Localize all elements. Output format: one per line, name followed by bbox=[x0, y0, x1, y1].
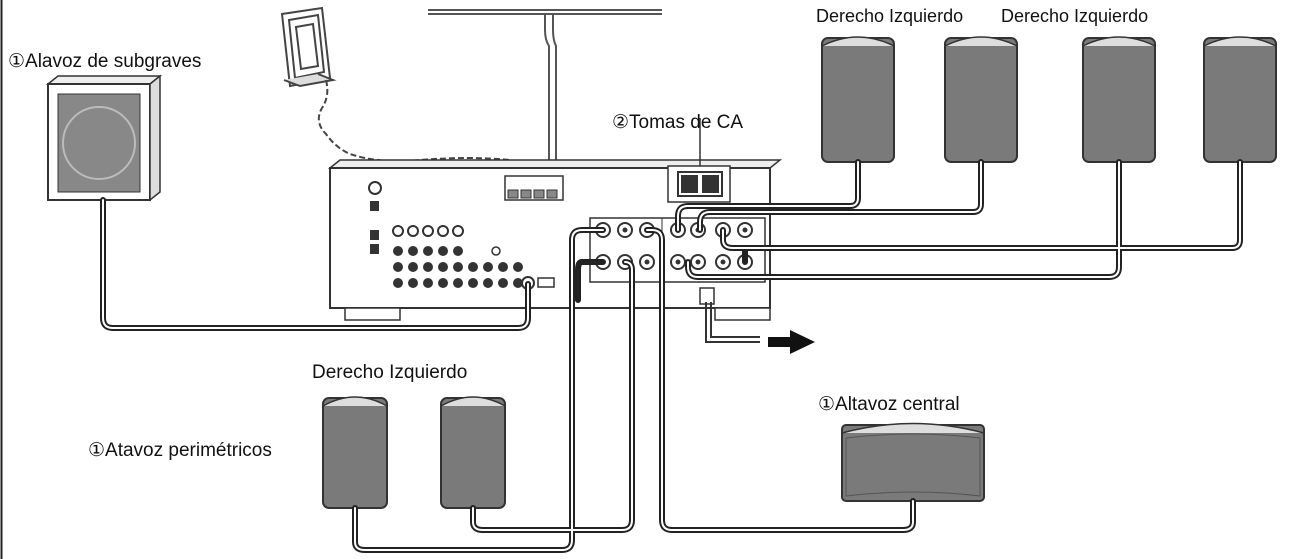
surround-speaker-right bbox=[322, 396, 388, 509]
surround-speakers-label: ①Atavoz perimétricos bbox=[88, 440, 272, 461]
front-speaker-left-2 bbox=[1203, 36, 1277, 163]
front-speakers-label-2: Derecho Izquierdo bbox=[1001, 6, 1148, 26]
fm-antenna bbox=[428, 9, 662, 175]
surround-speaker-left bbox=[440, 396, 506, 509]
front-speaker-right-1 bbox=[821, 36, 895, 163]
am-loop-antenna bbox=[280, 6, 525, 176]
surround-pair-label: Derecho Izquierdo bbox=[312, 362, 467, 383]
front-speaker-right-2 bbox=[1082, 36, 1156, 163]
subwoofer-label: ①Alavoz de subgraves bbox=[8, 51, 201, 72]
center-speaker bbox=[841, 422, 985, 502]
ac-outlets bbox=[667, 118, 731, 203]
ac-outlets-label: ②Tomas de CA bbox=[612, 112, 743, 133]
front-speaker-left-1 bbox=[944, 36, 1018, 163]
subwoofer-speaker bbox=[45, 74, 163, 202]
center-speaker-label: ①Altavoz central bbox=[818, 394, 960, 415]
arrow-right-icon bbox=[768, 330, 815, 354]
front-speakers-label-1: Derecho Izquierdo bbox=[816, 6, 963, 26]
